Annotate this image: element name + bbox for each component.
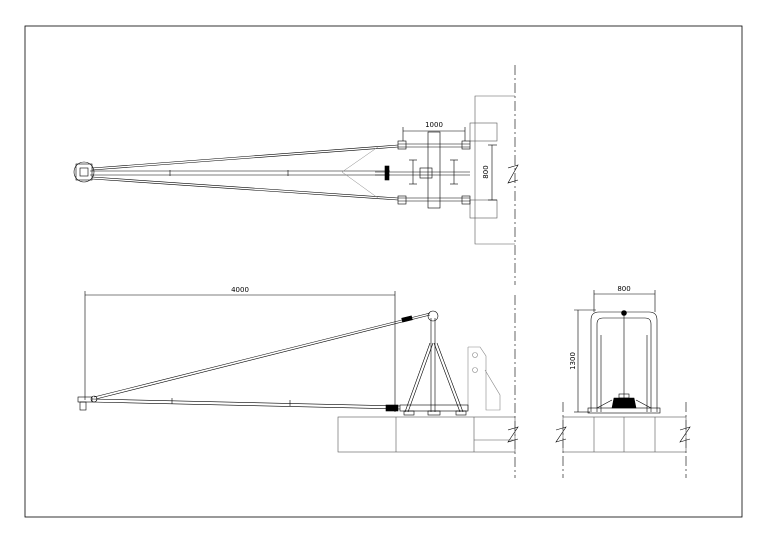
side-wall-bracket [468,346,501,411]
plan-stay-lower [91,176,399,199]
end-deck [562,416,687,453]
side-boom-lower [91,401,401,410]
plan-foot-br [461,195,471,205]
end-break-symbol-left [555,426,567,443]
end-strut-right [635,399,652,409]
plan-stay-upper [91,144,399,169]
side-winch [385,404,399,412]
side-mast-right-2 [433,342,461,413]
plan-frame-left [427,131,441,209]
side-break-symbol [507,426,519,443]
plan-winch [384,165,390,181]
plan-head-inner [79,167,89,177]
plan-head-circle [73,161,95,183]
side-base-foot-1 [403,410,415,416]
plan-foot-tl [397,140,407,150]
side-cable-upper-2 [95,314,431,400]
plan-wall-block-bottom [469,199,498,219]
plan-break-symbol [507,164,519,184]
side-base-foot-3 [455,410,467,416]
end-break-symbol-right [679,426,691,443]
plan-brace [341,146,379,199]
plan-foot-bl [397,195,407,205]
end-winch [611,397,637,409]
plan-stay-upper-2 [91,146,399,171]
side-bracket-hole-2 [472,367,478,373]
side-cable-upper [93,312,431,398]
plan-dim-1000-label: 1000 [425,121,443,129]
plan-head-box [75,163,93,181]
plan-dim-800-label: 800 [482,165,490,178]
side-bracket-hole-1 [472,352,478,358]
side-mast-top-sheave [427,310,439,322]
end-dim-1300-label: 1300 [569,352,577,370]
side-dim-4000-label: 4000 [231,286,249,294]
end-base-plate [587,407,661,414]
plan-view [73,65,519,285]
plan-hub [419,167,433,179]
plan-stay-lower-2 [91,178,399,201]
plan-foot-tr [461,140,471,150]
side-boom-tip [90,395,98,403]
end-view [555,290,691,478]
end-strut-left [596,399,613,409]
end-winch-top [618,393,630,399]
side-mast-left [404,342,431,413]
sheet-border [24,25,743,518]
side-base-foot-2 [427,410,441,416]
plan-wall-outline [474,95,515,245]
side-boom-hook [79,401,87,411]
side-deck [337,416,516,453]
end-top-pulley [621,310,627,316]
side-mast-right [436,342,464,413]
side-view [77,291,519,478]
plan-wall-block-top [469,122,498,142]
side-cable-shackle [401,315,413,323]
side-boom-upper [91,398,401,407]
end-dim-800-label: 800 [617,285,630,293]
side-mast-left-2 [407,342,434,413]
